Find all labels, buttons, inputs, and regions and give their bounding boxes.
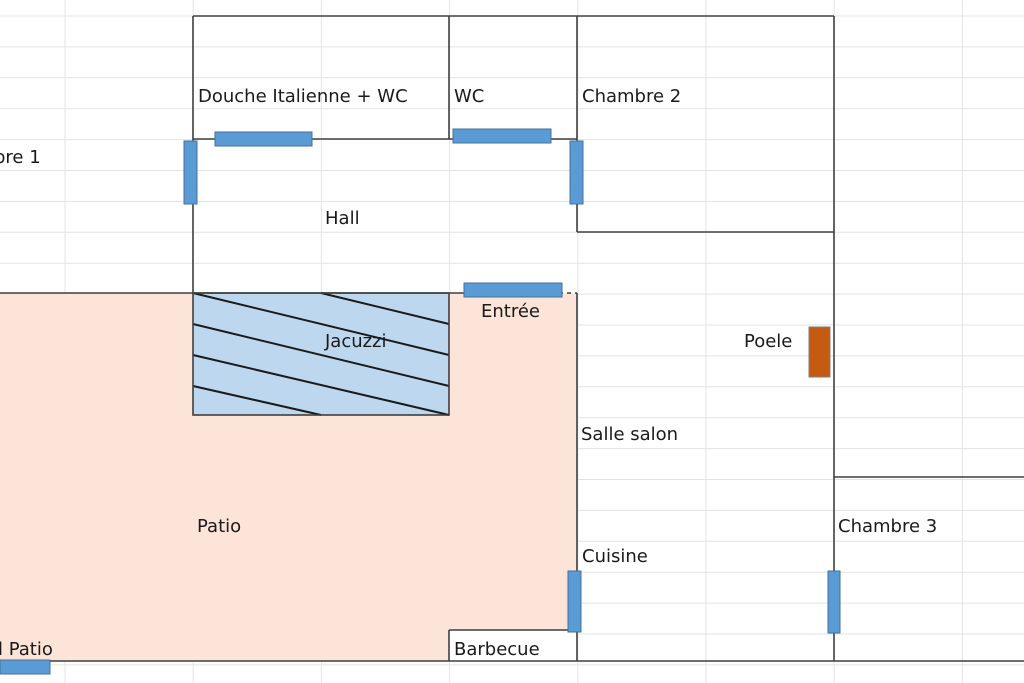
- door-chambre-3: [827, 570, 841, 634]
- label-chambre-1: bre 1: [0, 147, 41, 168]
- label-cuisine: Cuisine: [582, 546, 648, 567]
- jacuzzi-hatching: [192, 292, 450, 416]
- door-chambre-1: [183, 140, 198, 205]
- label-hall: Hall: [325, 208, 360, 229]
- stove-poele: [808, 326, 831, 378]
- door-entree: [463, 282, 563, 298]
- label-salle-salon: Salle salon: [581, 424, 678, 445]
- label-douche: Douche Italienne + WC: [198, 86, 408, 107]
- door-chambre-2: [569, 140, 584, 205]
- door-cuisine: [567, 570, 582, 633]
- door-patio: [0, 659, 51, 675]
- barbecue-area: [449, 630, 577, 661]
- label-poele: Poele: [744, 331, 792, 352]
- doors: [0, 128, 841, 675]
- walls: [0, 15, 1024, 662]
- label-patio: Patio: [197, 516, 241, 537]
- label-patio-door: l Patio: [0, 639, 53, 660]
- label-wc: WC: [454, 86, 484, 107]
- label-jacuzzi: Jacuzzi: [324, 331, 387, 352]
- label-chambre-3: Chambre 3: [838, 516, 937, 537]
- label-chambre-2: Chambre 2: [582, 86, 681, 107]
- label-barbecue: Barbecue: [454, 639, 540, 660]
- door-wc: [452, 128, 552, 144]
- door-douche: [214, 131, 313, 147]
- label-entree: Entrée: [481, 301, 540, 322]
